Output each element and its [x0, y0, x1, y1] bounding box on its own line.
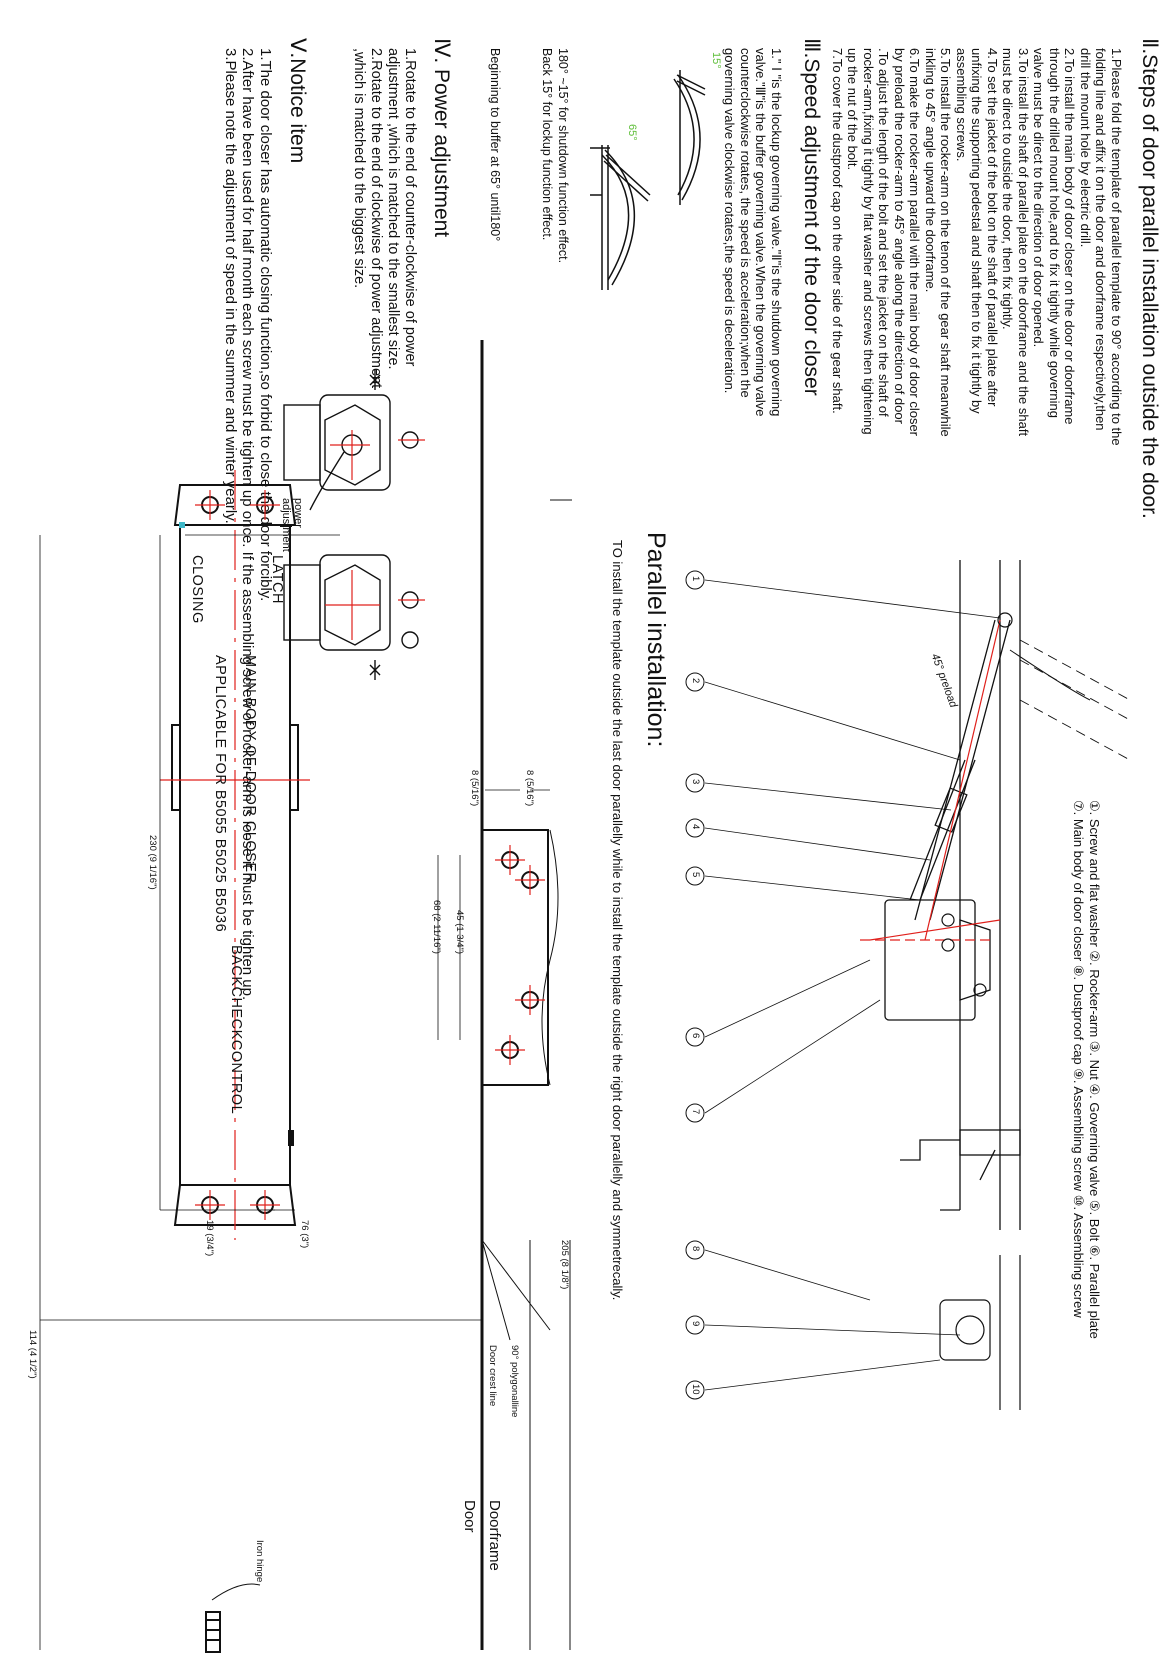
door-crest-line-label: Door crest line	[487, 1345, 498, 1407]
door-label: Door	[461, 1500, 478, 1533]
parts-legend: ①. Screw and flat washer ②. Rocker-arm ③…	[1071, 800, 1103, 1339]
dim-45: 45 (1 3/4")	[454, 910, 465, 955]
dim-19: 19 (3/4")	[204, 1220, 215, 1257]
callout-4: 4	[690, 824, 701, 830]
dim-8-a: 8 (5/16")	[524, 770, 535, 807]
latch-label: LATCH	[269, 555, 285, 604]
parallel-text: TO install the template outside the last…	[610, 540, 625, 1301]
callout-10: 10	[690, 1384, 701, 1395]
polygonal-line-label: 90° polygonalline	[509, 1345, 520, 1418]
dim-76: 76 (3")	[299, 1220, 310, 1249]
parallel-title: Parallel installation:	[642, 532, 670, 748]
callout-3: 3	[690, 779, 701, 785]
callout-7: 7	[690, 1109, 701, 1115]
doorframe-label: Doorframe	[486, 1500, 503, 1571]
iron-hinge-label: Iron hinge	[254, 1540, 265, 1583]
dim-114: 114 (4 1/2")	[27, 1330, 38, 1379]
closing-label: CLOSING	[189, 555, 205, 624]
dim-205: 205 (8 1/8")	[559, 1240, 570, 1290]
callout-5: 5	[690, 872, 701, 878]
applicable-label: APPLICABLE FOR B5055 B5025 B5036	[212, 655, 228, 933]
callout-6: 6	[690, 1033, 701, 1039]
dim-8-b: 8 (5/16")	[469, 770, 480, 807]
dim-230: 230 (9 1/16")	[147, 835, 158, 890]
callout-2: 2	[690, 678, 701, 684]
callout-8: 8	[690, 1246, 701, 1252]
main-body-label: MAIN BODY OF DOOR CLOSER	[242, 655, 258, 884]
callout-1: 1	[690, 576, 701, 582]
closing-angle-diagram	[590, 70, 706, 290]
backcheck-label: BACKCHECKCONTROL	[228, 945, 244, 1115]
dim-68: 68 (2 11/16")	[431, 900, 442, 954]
callout-9: 9	[690, 1321, 701, 1327]
